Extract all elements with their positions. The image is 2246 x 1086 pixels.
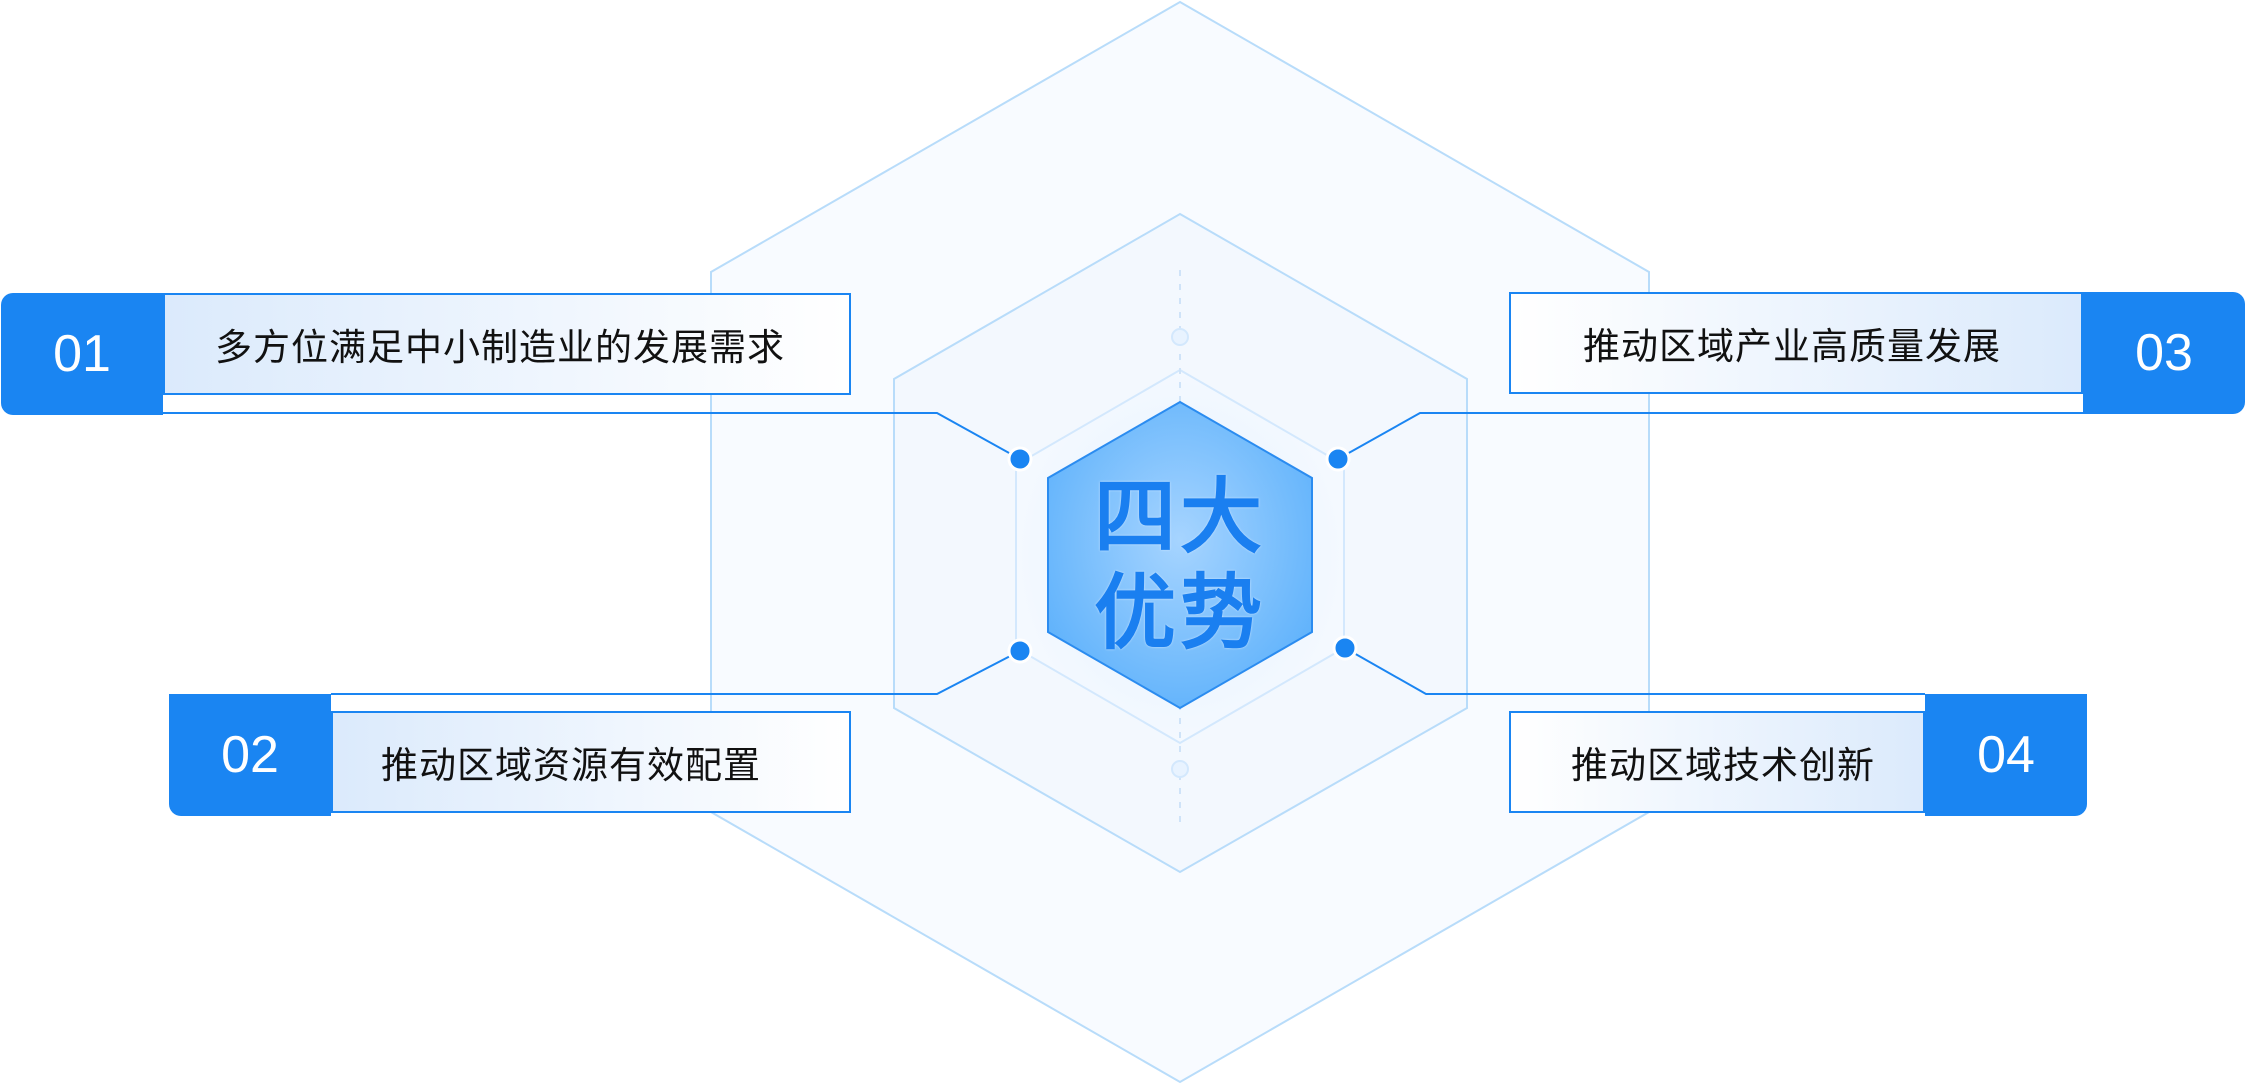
connector-dot-04 bbox=[1332, 635, 1358, 661]
item-number-01: 01 bbox=[1, 293, 163, 415]
connector-02 bbox=[331, 650, 1021, 695]
connector-dot-01 bbox=[1007, 446, 1033, 472]
item-number-03: 03 bbox=[2083, 292, 2245, 414]
item-label-04: 推动区域技术创新 bbox=[1509, 711, 1925, 813]
connector-01 bbox=[163, 412, 1021, 460]
advantage-item-02: 02 推动区域资源有效配置 bbox=[169, 694, 851, 816]
axis-dot-top bbox=[1171, 328, 1189, 346]
center-title-line-2: 优势 bbox=[1093, 566, 1266, 661]
connector-dot-03 bbox=[1325, 446, 1351, 472]
advantage-item-03: 03 推动区域产业高质量发展 bbox=[1509, 292, 2245, 414]
connector-03 bbox=[1337, 412, 2083, 460]
advantage-item-01: 01 多方位满足中小制造业的发展需求 bbox=[1, 293, 851, 415]
center-title: 四大 优势 bbox=[1070, 470, 1290, 662]
connector-dot-02 bbox=[1007, 638, 1033, 664]
item-label-03: 推动区域产业高质量发展 bbox=[1509, 292, 2083, 394]
item-label-02: 推动区域资源有效配置 bbox=[331, 711, 851, 813]
item-number-04: 04 bbox=[1925, 694, 2087, 816]
connector-04 bbox=[1344, 647, 1925, 695]
advantage-item-04: 04 推动区域技术创新 bbox=[1509, 694, 2087, 816]
axis-dot-bottom bbox=[1171, 760, 1189, 778]
item-number-02: 02 bbox=[169, 694, 331, 816]
inner-hexagon bbox=[1047, 400, 1313, 710]
center-title-line-1: 四大 bbox=[1093, 470, 1266, 565]
item-label-01: 多方位满足中小制造业的发展需求 bbox=[163, 293, 851, 395]
